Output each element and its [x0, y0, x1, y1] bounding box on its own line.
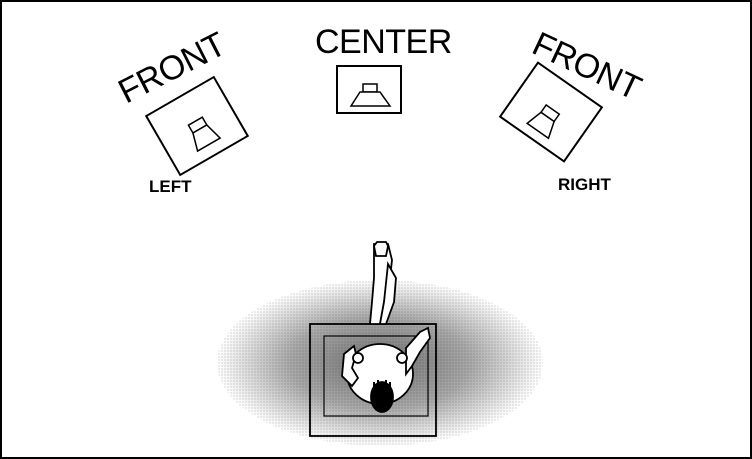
center-label: CENTER: [315, 23, 452, 61]
front-left-speaker-icon: [144, 75, 250, 177]
listener-in-chair-icon: [309, 241, 437, 437]
center-speaker-icon: [336, 65, 402, 114]
right-label: RIGHT: [558, 175, 612, 194]
left-label: LEFT: [149, 177, 192, 196]
front-right-speaker-icon: [498, 61, 604, 163]
